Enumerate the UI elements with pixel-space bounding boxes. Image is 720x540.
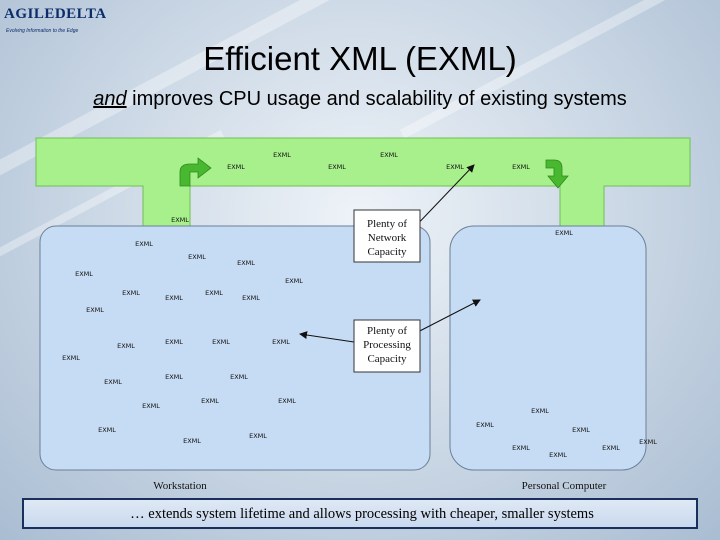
exml-node: EXML xyxy=(328,163,346,171)
page-title: Efficient XML (EXML) xyxy=(203,40,517,77)
footer-text: … extends system lifetime and allows pro… xyxy=(130,506,594,522)
exml-node: EXML xyxy=(165,373,183,381)
exml-node: EXML xyxy=(555,229,573,237)
exml-node: EXML xyxy=(165,294,183,302)
exml-node: EXML xyxy=(549,451,567,459)
exml-node: EXML xyxy=(122,289,140,297)
page-subtitle: and improves CPU usage and scalability o… xyxy=(0,88,720,111)
exml-node: EXML xyxy=(171,216,189,224)
exml-node: EXML xyxy=(201,397,219,405)
exml-node: EXML xyxy=(446,163,464,171)
exml-node: EXML xyxy=(205,289,223,297)
exml-node: EXML xyxy=(285,277,303,285)
logo-brand: AGILEDELTA xyxy=(4,6,107,22)
exml-node: EXML xyxy=(135,240,153,248)
exml-node: EXML xyxy=(104,378,122,386)
exml-node: EXML xyxy=(212,338,230,346)
footer-banner: … extends system lifetime and allows pro… xyxy=(22,498,698,529)
exml-node: EXML xyxy=(602,444,620,452)
logo-tagline: Evolving Information to the Edge xyxy=(6,28,79,34)
network-callout-line xyxy=(409,164,475,233)
network-capacity-line-3: Capacity xyxy=(367,246,407,258)
exml-node: EXML xyxy=(242,294,260,302)
network-capacity-box xyxy=(353,209,421,263)
exml-node: EXML xyxy=(272,338,290,346)
exml-node: EXML xyxy=(476,421,494,429)
subtitle-lead: and xyxy=(93,88,127,110)
subtitle-rest: improves CPU usage and scalability of ex… xyxy=(126,88,627,110)
pc-container xyxy=(449,225,647,471)
exml-node: EXML xyxy=(117,342,135,350)
exml-node: EXML xyxy=(512,163,530,171)
processing-callout-left xyxy=(299,331,355,343)
exml-node: EXML xyxy=(237,259,255,267)
exml-node: EXML xyxy=(142,402,160,410)
exml-node: EXML xyxy=(230,373,248,381)
exml-node: EXML xyxy=(62,354,80,362)
exml-node-group: EXML EXML EXML EXML EXML EXML EXML EXML EXML EXML… xyxy=(62,151,657,459)
exml-node: EXML xyxy=(512,444,530,452)
processing-callout-right xyxy=(409,299,481,337)
exml-node: EXML xyxy=(165,338,183,346)
exml-node: EXML xyxy=(188,253,206,261)
exml-node: EXML xyxy=(86,306,104,314)
processing-capacity-line-3: Capacity xyxy=(367,353,407,365)
exml-node: EXML xyxy=(227,163,245,171)
agiledelta-logo: AGILEDELTA Evolving Information to the E… xyxy=(4,6,106,36)
exml-node: EXML xyxy=(572,426,590,434)
network-capacity-line-1: Plenty of xyxy=(367,218,407,230)
exml-node: EXML xyxy=(249,432,267,440)
exml-node: EXML xyxy=(183,437,201,445)
down-arrow-icon xyxy=(545,159,569,189)
exml-node: EXML xyxy=(273,151,291,159)
exml-node: EXML xyxy=(531,407,549,415)
exml-node: EXML xyxy=(380,151,398,159)
pc-label: Personal Computer xyxy=(522,480,607,492)
exml-node: EXML xyxy=(75,270,93,278)
exml-node: EXML xyxy=(639,438,657,446)
processing-capacity-line-2: Processing xyxy=(363,339,411,351)
exml-node: EXML xyxy=(278,397,296,405)
network-capacity-line-2: Network xyxy=(368,232,407,244)
workstation-container xyxy=(39,225,431,471)
processing-capacity-box xyxy=(353,319,421,373)
processing-capacity-line-1: Plenty of xyxy=(367,325,407,337)
up-arrow-icon xyxy=(179,157,212,187)
exml-node: EXML xyxy=(98,426,116,434)
workstation-label: Workstation xyxy=(153,480,207,492)
